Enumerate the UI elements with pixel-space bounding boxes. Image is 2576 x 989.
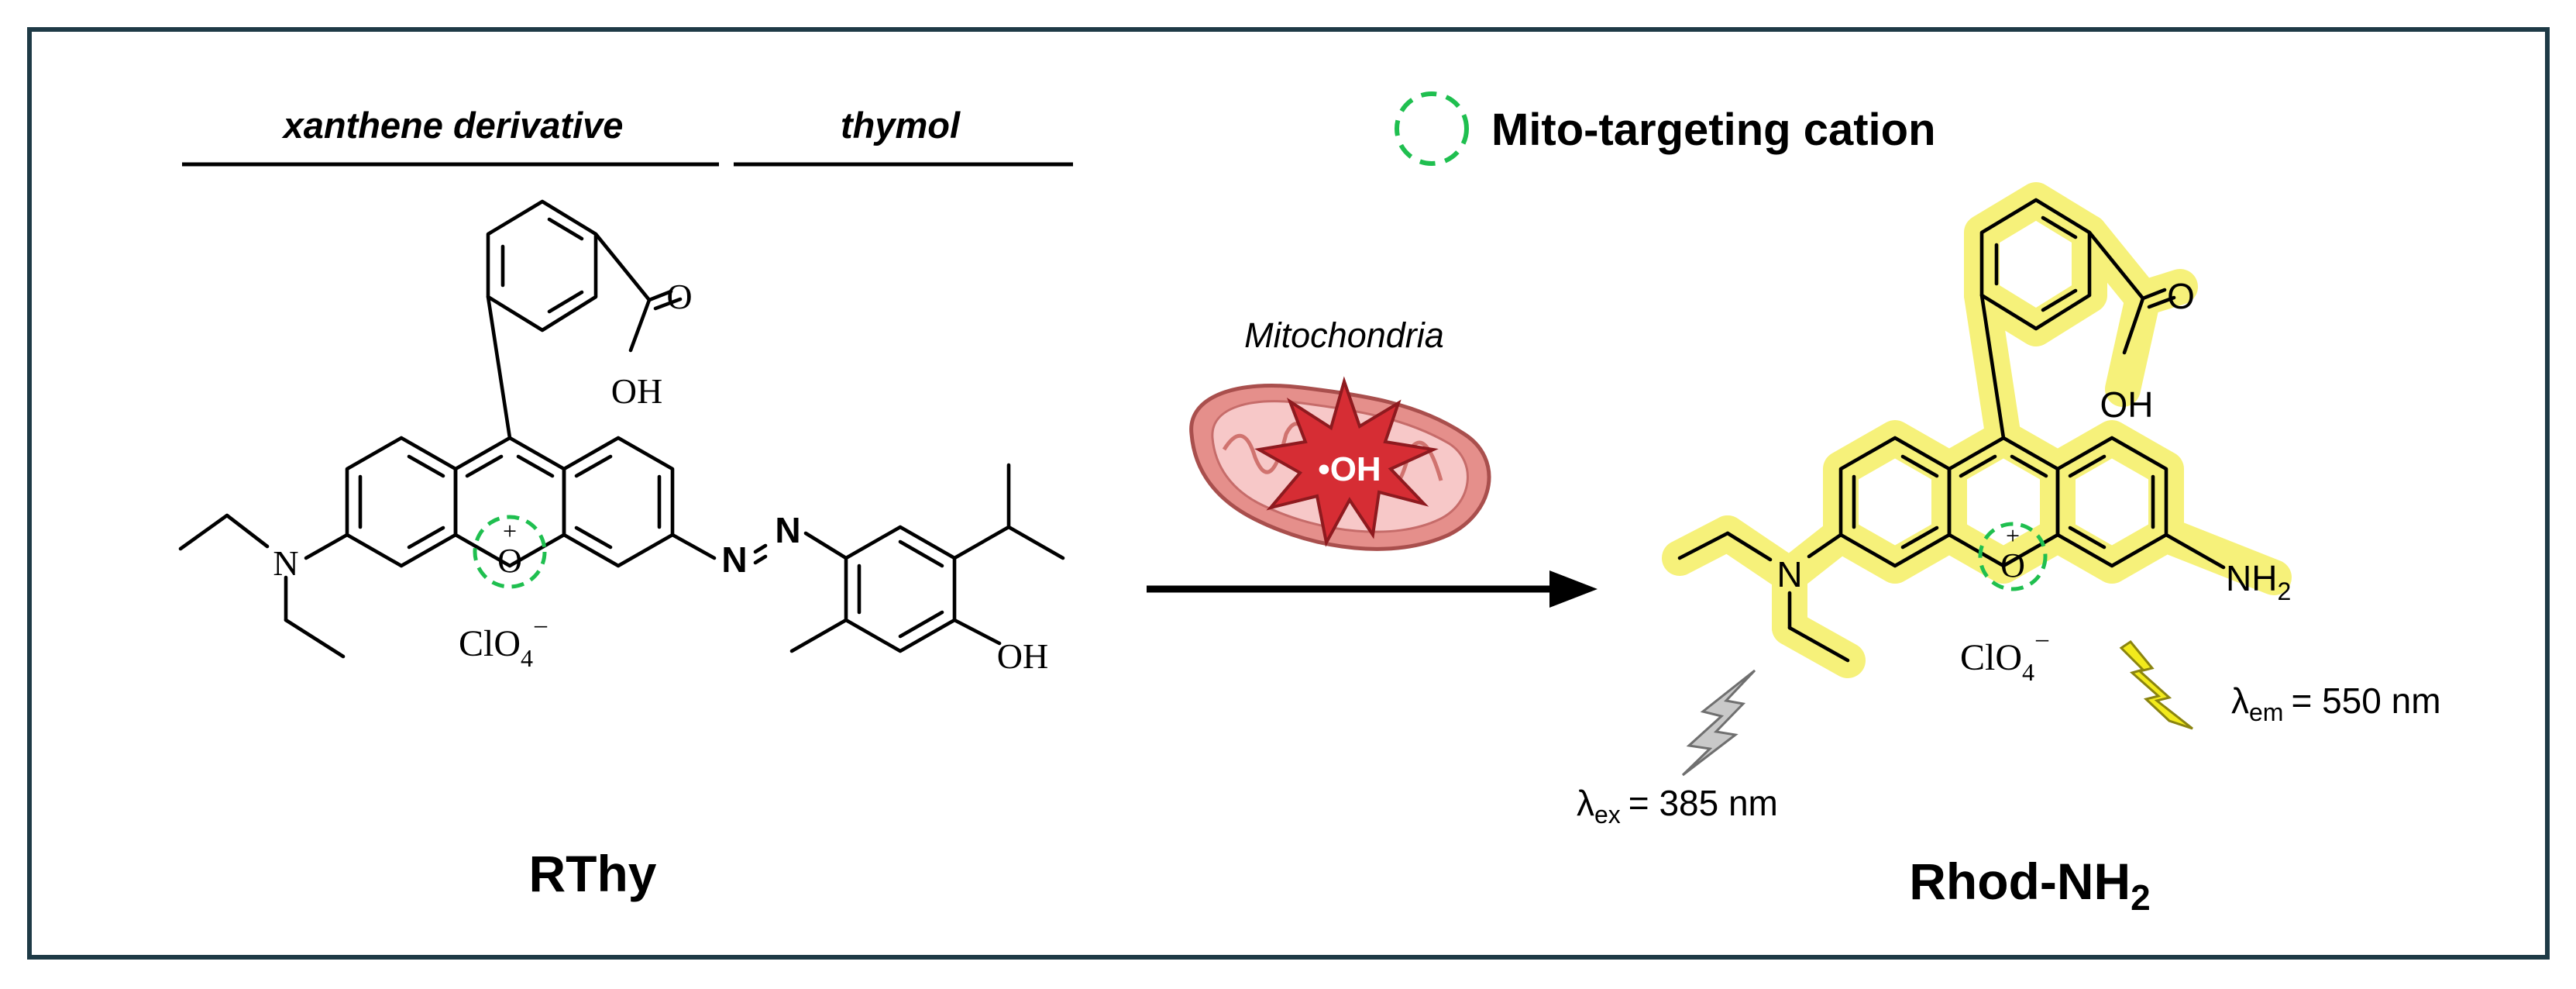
reactant-phenol-oh: OH: [997, 636, 1048, 676]
emission: λem= 550 nm: [2119, 639, 2441, 730]
excitation-bolt-icon: [1681, 669, 1756, 777]
product-charge: +: [2006, 522, 2020, 550]
xanthene-derivative-label: xanthene derivative: [281, 105, 624, 146]
condition-label: Mitochondria: [1244, 315, 1444, 355]
product-acid-oh: OH: [2100, 384, 2154, 425]
reactant-cation-circle: [473, 515, 547, 589]
reactant-charge: +: [503, 517, 517, 545]
section-header: xanthene derivative thymol: [182, 105, 1073, 167]
reagent-label: •OH: [1318, 450, 1381, 488]
reactant-azo-n2: N: [775, 510, 800, 550]
product-counterion-charge: –: [2035, 624, 2049, 652]
reactant-oxygen: O: [497, 542, 522, 580]
reaction-condition: Mitochondria •OH: [1189, 315, 1491, 551]
emission-bolt-icon: [2119, 639, 2193, 730]
legend: Mito-targeting cation: [1395, 91, 1936, 166]
reactant-structure: + O N O OH N N OH ClO4 –: [178, 199, 1065, 676]
burst-star-icon: [1254, 376, 1439, 547]
dashed-circle-icon: [1395, 91, 1469, 166]
reaction-arrow-icon: [1147, 570, 1598, 608]
excitation-label: λex= 385 nm: [1577, 783, 1778, 829]
product-amine: NH2: [2226, 558, 2291, 605]
excitation: λex= 385 nm: [1577, 669, 1778, 829]
reactant-carbonyl-oxygen: O: [666, 277, 692, 316]
product-carbonyl-oxygen: O: [2167, 276, 2195, 316]
product-nitrogen: N: [1776, 554, 1802, 594]
product-name: Rhod-NH2: [1909, 853, 2151, 918]
reactant-nitrogen: N: [273, 543, 298, 583]
reactant-name: RThy: [529, 845, 657, 902]
reactant-acid-oh: OH: [611, 371, 662, 411]
product-counterion: ClO4: [1960, 637, 2034, 686]
product-cation-circle: [1978, 522, 2048, 591]
reactant-counterion-charge: –: [534, 610, 548, 638]
emission-label: λem= 550 nm: [2231, 681, 2441, 726]
legend-label: Mito-targeting cation: [1491, 105, 1936, 155]
reactant-counterion: ClO4: [459, 623, 533, 672]
product-structure: + O N O OH NH2 ClO4 –: [1662, 182, 2292, 686]
product-oxygen: O: [2000, 546, 2025, 584]
thymol-label: thymol: [841, 105, 961, 146]
reactant-azo-n1: N: [721, 539, 747, 580]
